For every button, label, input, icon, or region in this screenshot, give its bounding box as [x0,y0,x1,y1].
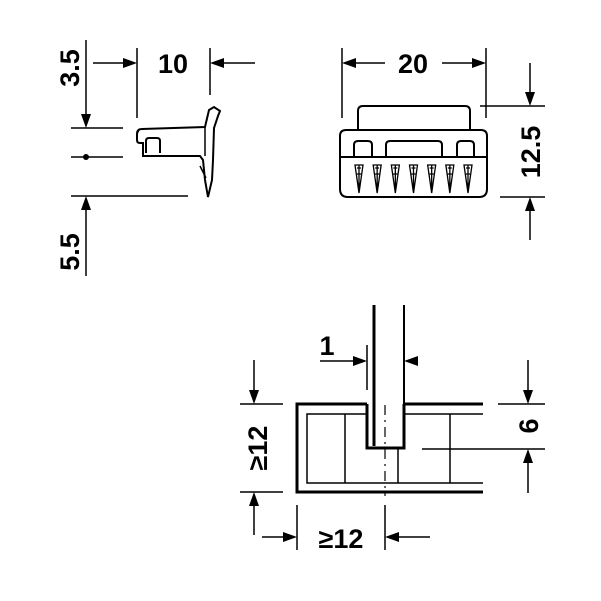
dim-3-5-label: 3.5 [55,49,85,87]
panel-inner [306,413,483,484]
tooth [463,164,473,194]
dim-6: 6 [422,360,545,493]
dim-10-label: 10 [158,49,188,79]
right-window [456,140,475,157]
teeth [354,164,473,194]
dim-5-5: 5.5 [55,195,188,276]
tooth [372,164,382,194]
side-view: 3.5 5.5 10 [55,40,255,276]
clip-notch [145,137,161,153]
middle-window [385,140,443,157]
panel-outer [295,402,483,494]
tooth [426,164,437,194]
dim-panel-height: ≥12 [240,360,283,535]
center-dot [83,154,89,160]
dim-edge-distance-label: ≥12 [319,524,364,554]
clip-inner-line [199,128,207,179]
clip-body [339,129,488,198]
dim-12-5-label: 12.5 [516,126,546,179]
clip-outline [136,105,222,198]
dim-1-label: 1 [319,331,334,361]
tooth [354,164,364,194]
divider-board [372,305,405,446]
dim-20: 20 [341,48,487,118]
dim-12-5: 12.5 [480,63,546,240]
side-view-part [136,105,222,198]
dim-panel-height-label: ≥12 [243,426,273,471]
dim-1: 1 [319,331,418,390]
tooth [408,164,419,194]
tooth [445,164,455,194]
left-window [353,140,373,157]
dim-20-label: 20 [398,49,428,79]
front-view: 20 12.5 [339,48,546,240]
panel-section [295,402,483,494]
dim-3-5: 3.5 [55,40,123,129]
dim-5-5-label: 5.5 [55,233,85,271]
top-tab [357,105,471,130]
tooth [390,164,401,194]
installation-view: 1 ≥12 ≥12 6 [240,305,545,554]
dim-10: 10 [93,48,255,118]
dim-6-label: 6 [514,418,544,433]
dim-edge-distance: ≥12 [262,505,430,554]
